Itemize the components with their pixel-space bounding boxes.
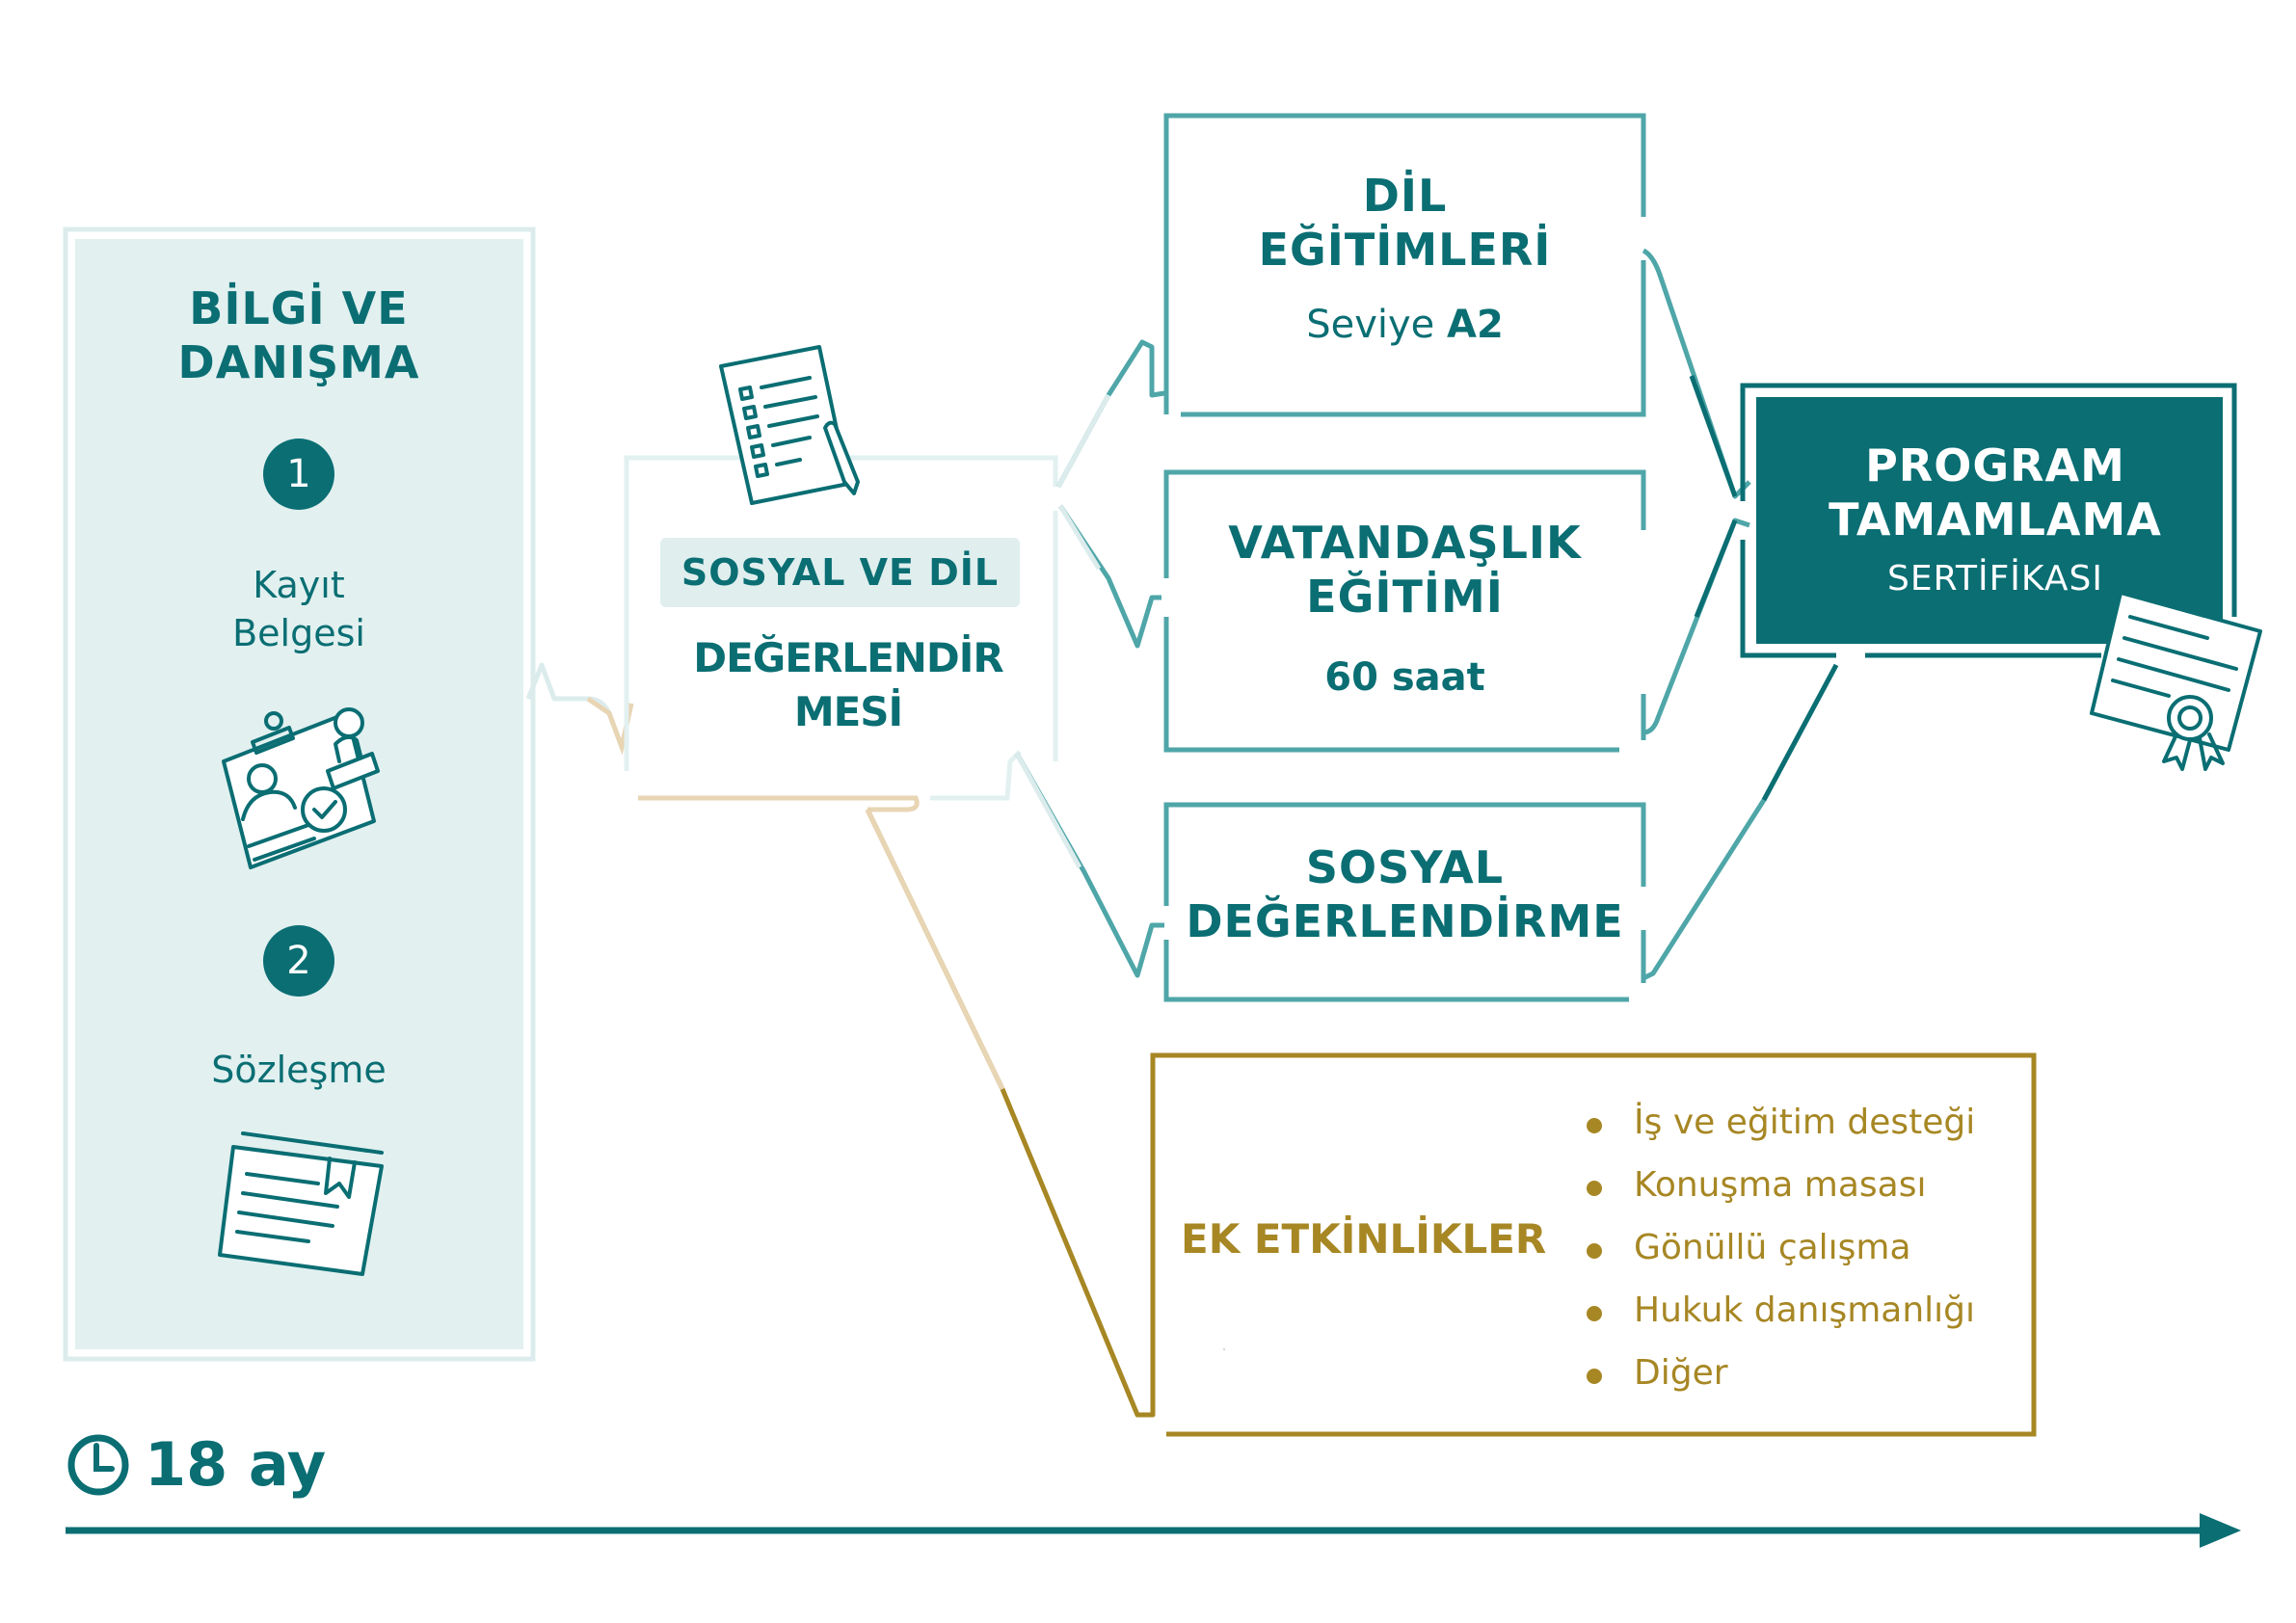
checklist-icon xyxy=(719,345,860,505)
timeline-arrow xyxy=(66,1513,2241,1548)
program-title-line2: TAMAMLAMA xyxy=(1829,493,2162,545)
contract-icon xyxy=(218,1131,384,1276)
clock-icon xyxy=(67,1434,129,1496)
assessment-line2: MESİ xyxy=(793,688,903,735)
dil-box-frame xyxy=(1163,113,1646,417)
step-2-label: Sözleşme xyxy=(211,1049,387,1091)
sosyal-box-frame xyxy=(1163,802,1646,1002)
vatandaslik-title-line1: VATANDAŞLIK xyxy=(1228,517,1582,569)
connector-to-dil xyxy=(1055,339,1165,489)
connector-dil-to-program xyxy=(1642,248,1751,499)
dil-title: DİL EĞİTİMLERİ xyxy=(1166,169,1643,277)
ek-list-item: Hukuk danışmanlığı xyxy=(1581,1282,1975,1344)
vatandaslik-title: VATANDAŞLIK EĞİTİMİ xyxy=(1166,516,1643,624)
program-subtitle: SERTİFİKASI xyxy=(1887,559,2103,599)
sosyal-title: SOSYAL DEĞERLENDİRME xyxy=(1166,840,1643,948)
registration-document-icon xyxy=(222,707,380,869)
assessment-pill: SOSYAL VE DİL xyxy=(660,538,1020,607)
dil-title-line2: EĞİTİMLERİ xyxy=(1258,224,1552,276)
ek-list: İş ve eğitim desteği Konuşma masası Gönü… xyxy=(1581,1094,1975,1407)
step-1-label: Kayıt Belgesi xyxy=(67,561,530,657)
duration-label: 18 ay xyxy=(145,1429,327,1500)
info-title-line1: BİLGİ VE xyxy=(189,282,409,334)
program-title: PROGRAM TAMAMLAMA xyxy=(1754,439,2236,546)
step-1-label-line2: Belgesi xyxy=(232,612,365,654)
vatandaslik-title-line2: EĞİTİMİ xyxy=(1306,571,1504,623)
sosyal-title-line2: DEĞERLENDİRME xyxy=(1186,895,1624,947)
info-panel-title: BİLGİ VE DANIŞMA xyxy=(67,281,530,389)
ek-list-item: İş ve eğitim desteği xyxy=(1581,1094,1975,1157)
connector-vatandaslik-to-program xyxy=(1642,518,1750,735)
ek-title: EK ETKİNLİKLER xyxy=(1181,1215,1547,1263)
ek-list-item: Gönüllü çalışma xyxy=(1581,1219,1975,1282)
connector-sosyal-to-program xyxy=(1642,663,1839,981)
step-2-badge: 2 xyxy=(263,925,334,997)
ek-box-frame xyxy=(1150,1052,2037,1437)
ek-list-item: Konuşma masası xyxy=(1581,1157,1975,1219)
dil-title-line1: DİL xyxy=(1362,170,1448,222)
assessment-label: DEĞERLENDİR MESİ xyxy=(636,631,1060,739)
step-1-badge: 1 xyxy=(263,439,334,510)
dil-level-prefix: Seviye xyxy=(1306,303,1435,347)
dil-level: Seviye A2 xyxy=(1166,301,1643,349)
info-title-line2: DANIŞMA xyxy=(177,336,420,388)
dil-level-value: A2 xyxy=(1447,303,1504,347)
connector-to-sosyal xyxy=(1014,752,1164,978)
vatandaslik-hours: 60 saat xyxy=(1324,655,1485,700)
ek-list-item: Diğer xyxy=(1581,1344,1975,1407)
step-1-label-line1: Kayıt xyxy=(253,564,345,606)
sosyal-title-line1: SOSYAL xyxy=(1305,841,1505,893)
assessment-line1: DEĞERLENDİR xyxy=(693,634,1004,681)
program-title-line1: PROGRAM xyxy=(1865,439,2125,492)
certificate-icon xyxy=(2090,591,2262,771)
